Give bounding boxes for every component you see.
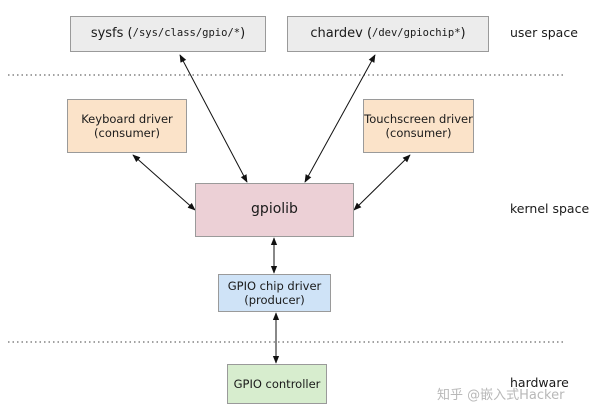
node-chardev-paren-close: ) [460, 25, 466, 41]
edge-touchscreen-gpiolib [353, 154, 411, 211]
node-chardev-path: /dev/gpiochip* [372, 27, 461, 40]
node-sysfs-paren-open: ( [127, 25, 133, 41]
node-keyboard-driver: Keyboard driver (consumer) [67, 99, 187, 153]
node-chip-driver-line2: (producer) [244, 293, 305, 307]
node-gpio-chip-driver: GPIO chip driver (producer) [218, 274, 331, 312]
node-keyboard-line1: Keyboard driver [81, 111, 173, 126]
edge-chardev-gpiolib [304, 54, 376, 183]
node-controller-label: GPIO controller [233, 376, 321, 391]
node-sysfs-paren-close: ) [240, 25, 246, 41]
node-gpiolib-label: gpiolib [251, 201, 298, 218]
node-chardev: chardev (/dev/gpiochip*) [287, 16, 489, 52]
label-kernel-space: kernel space [510, 201, 590, 216]
node-keyboard-line2: (consumer) [94, 126, 160, 140]
edge-sysfs-gpiolib [179, 54, 248, 183]
node-sysfs: sysfs (/sys/class/gpio/*) [70, 16, 266, 52]
node-chip-driver-line1: GPIO chip driver [227, 278, 322, 293]
node-gpio-controller: GPIO controller [227, 364, 327, 404]
node-touchscreen-line2: (consumer) [385, 126, 452, 140]
node-gpiolib: gpiolib [195, 183, 354, 237]
node-touchscreen-driver: Touchscreen driver (consumer) [363, 99, 474, 153]
edge-keyboard-gpiolib [132, 154, 196, 211]
node-sysfs-path: /sys/class/gpio/* [132, 27, 241, 40]
label-hardware: hardware [510, 375, 569, 390]
node-chardev-paren-open: ( [366, 25, 373, 41]
label-user-space: user space [510, 25, 578, 40]
node-touchscreen-line1: Touchscreen driver [364, 111, 473, 126]
node-chardev-name: chardev [310, 25, 363, 41]
watermark: 知乎 @嵌入式Hacker [437, 388, 565, 403]
node-sysfs-name: sysfs [90, 25, 124, 41]
